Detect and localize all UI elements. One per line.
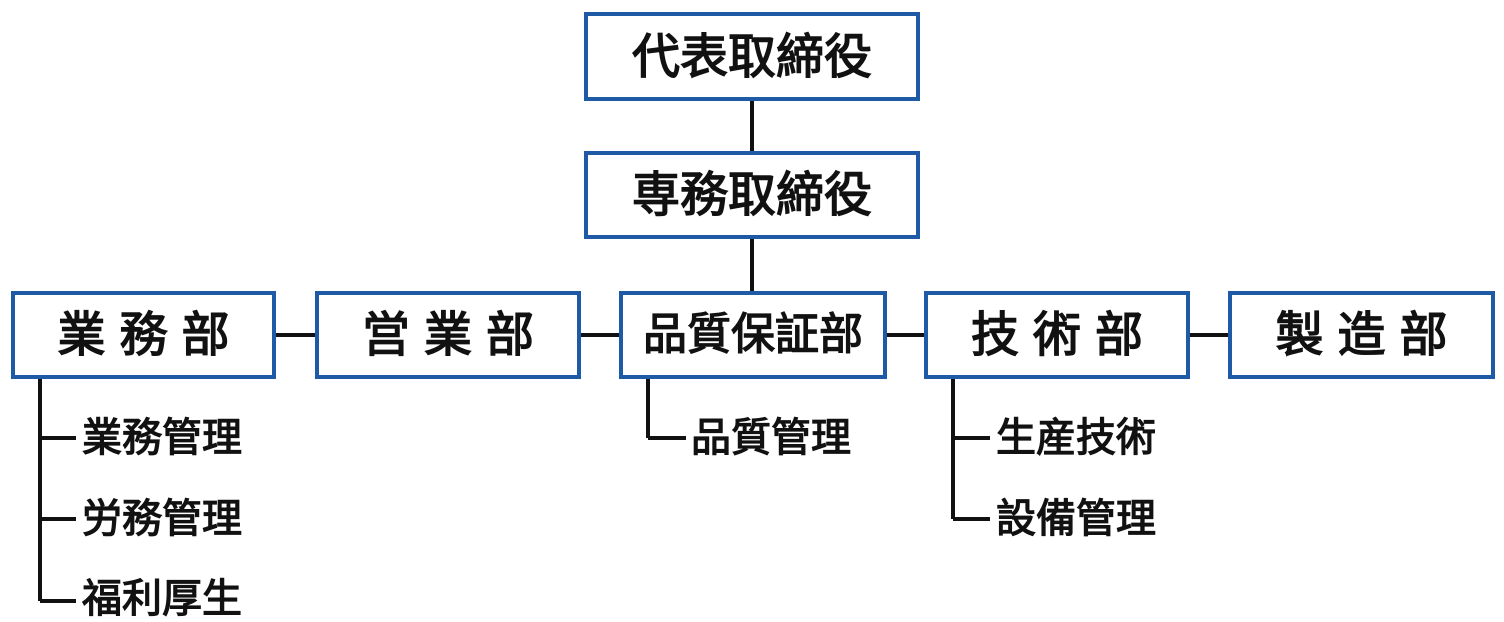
department-box-gijutsu: 技術部 [924, 291, 1190, 379]
department-box-eigyo: 営業部 [315, 291, 581, 379]
sub-item-seisan-gijutsu: 生産技術 [996, 415, 1156, 461]
department-box-quality-assurance: 品質保証部 [619, 291, 887, 379]
department-box-seizo: 製造部 [1228, 291, 1495, 379]
sub-item-fukuri-kosei: 福利厚生 [82, 576, 242, 622]
sub-item-gyomu-kanri: 業務管理 [82, 415, 242, 461]
managing-director-box: 専務取締役 [584, 151, 920, 239]
sub-item-romu-kanri: 労務管理 [82, 496, 242, 542]
department-box-gyomu: 業務部 [11, 291, 276, 379]
sub-item-hinshitsu-kanri: 品質管理 [691, 415, 851, 461]
ceo-box: 代表取締役 [584, 12, 920, 101]
sub-item-setsubi-kanri: 設備管理 [996, 496, 1156, 542]
